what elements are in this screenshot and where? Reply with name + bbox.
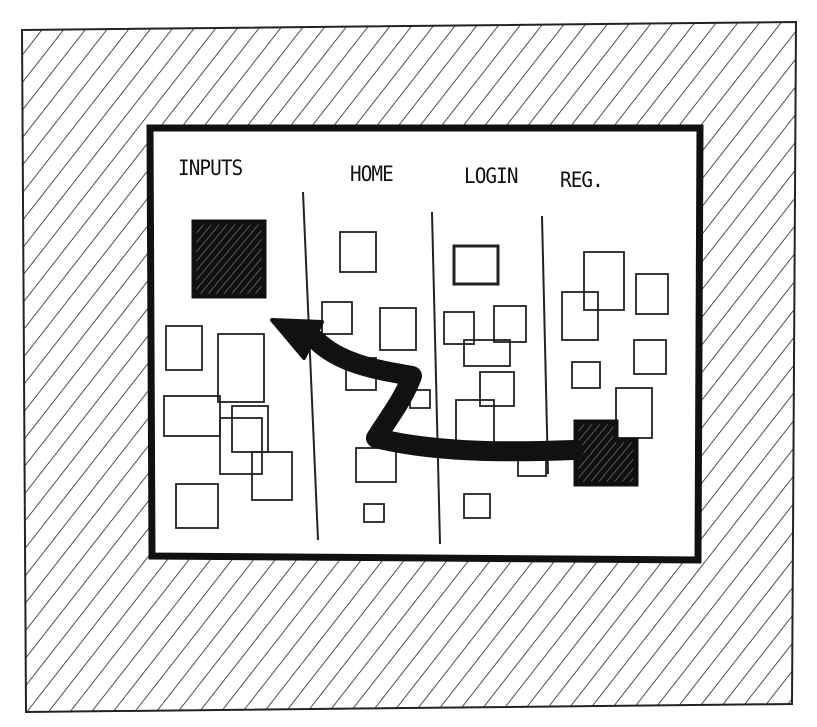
column-label-inputs: INPUTS xyxy=(178,156,242,180)
screen-frame xyxy=(150,128,700,560)
column-label-home: HOME xyxy=(350,162,393,186)
column-label-reg: REG. xyxy=(560,168,603,192)
column-label-login: LOGIN xyxy=(464,164,518,188)
inputs-highlighted-block xyxy=(194,222,264,296)
